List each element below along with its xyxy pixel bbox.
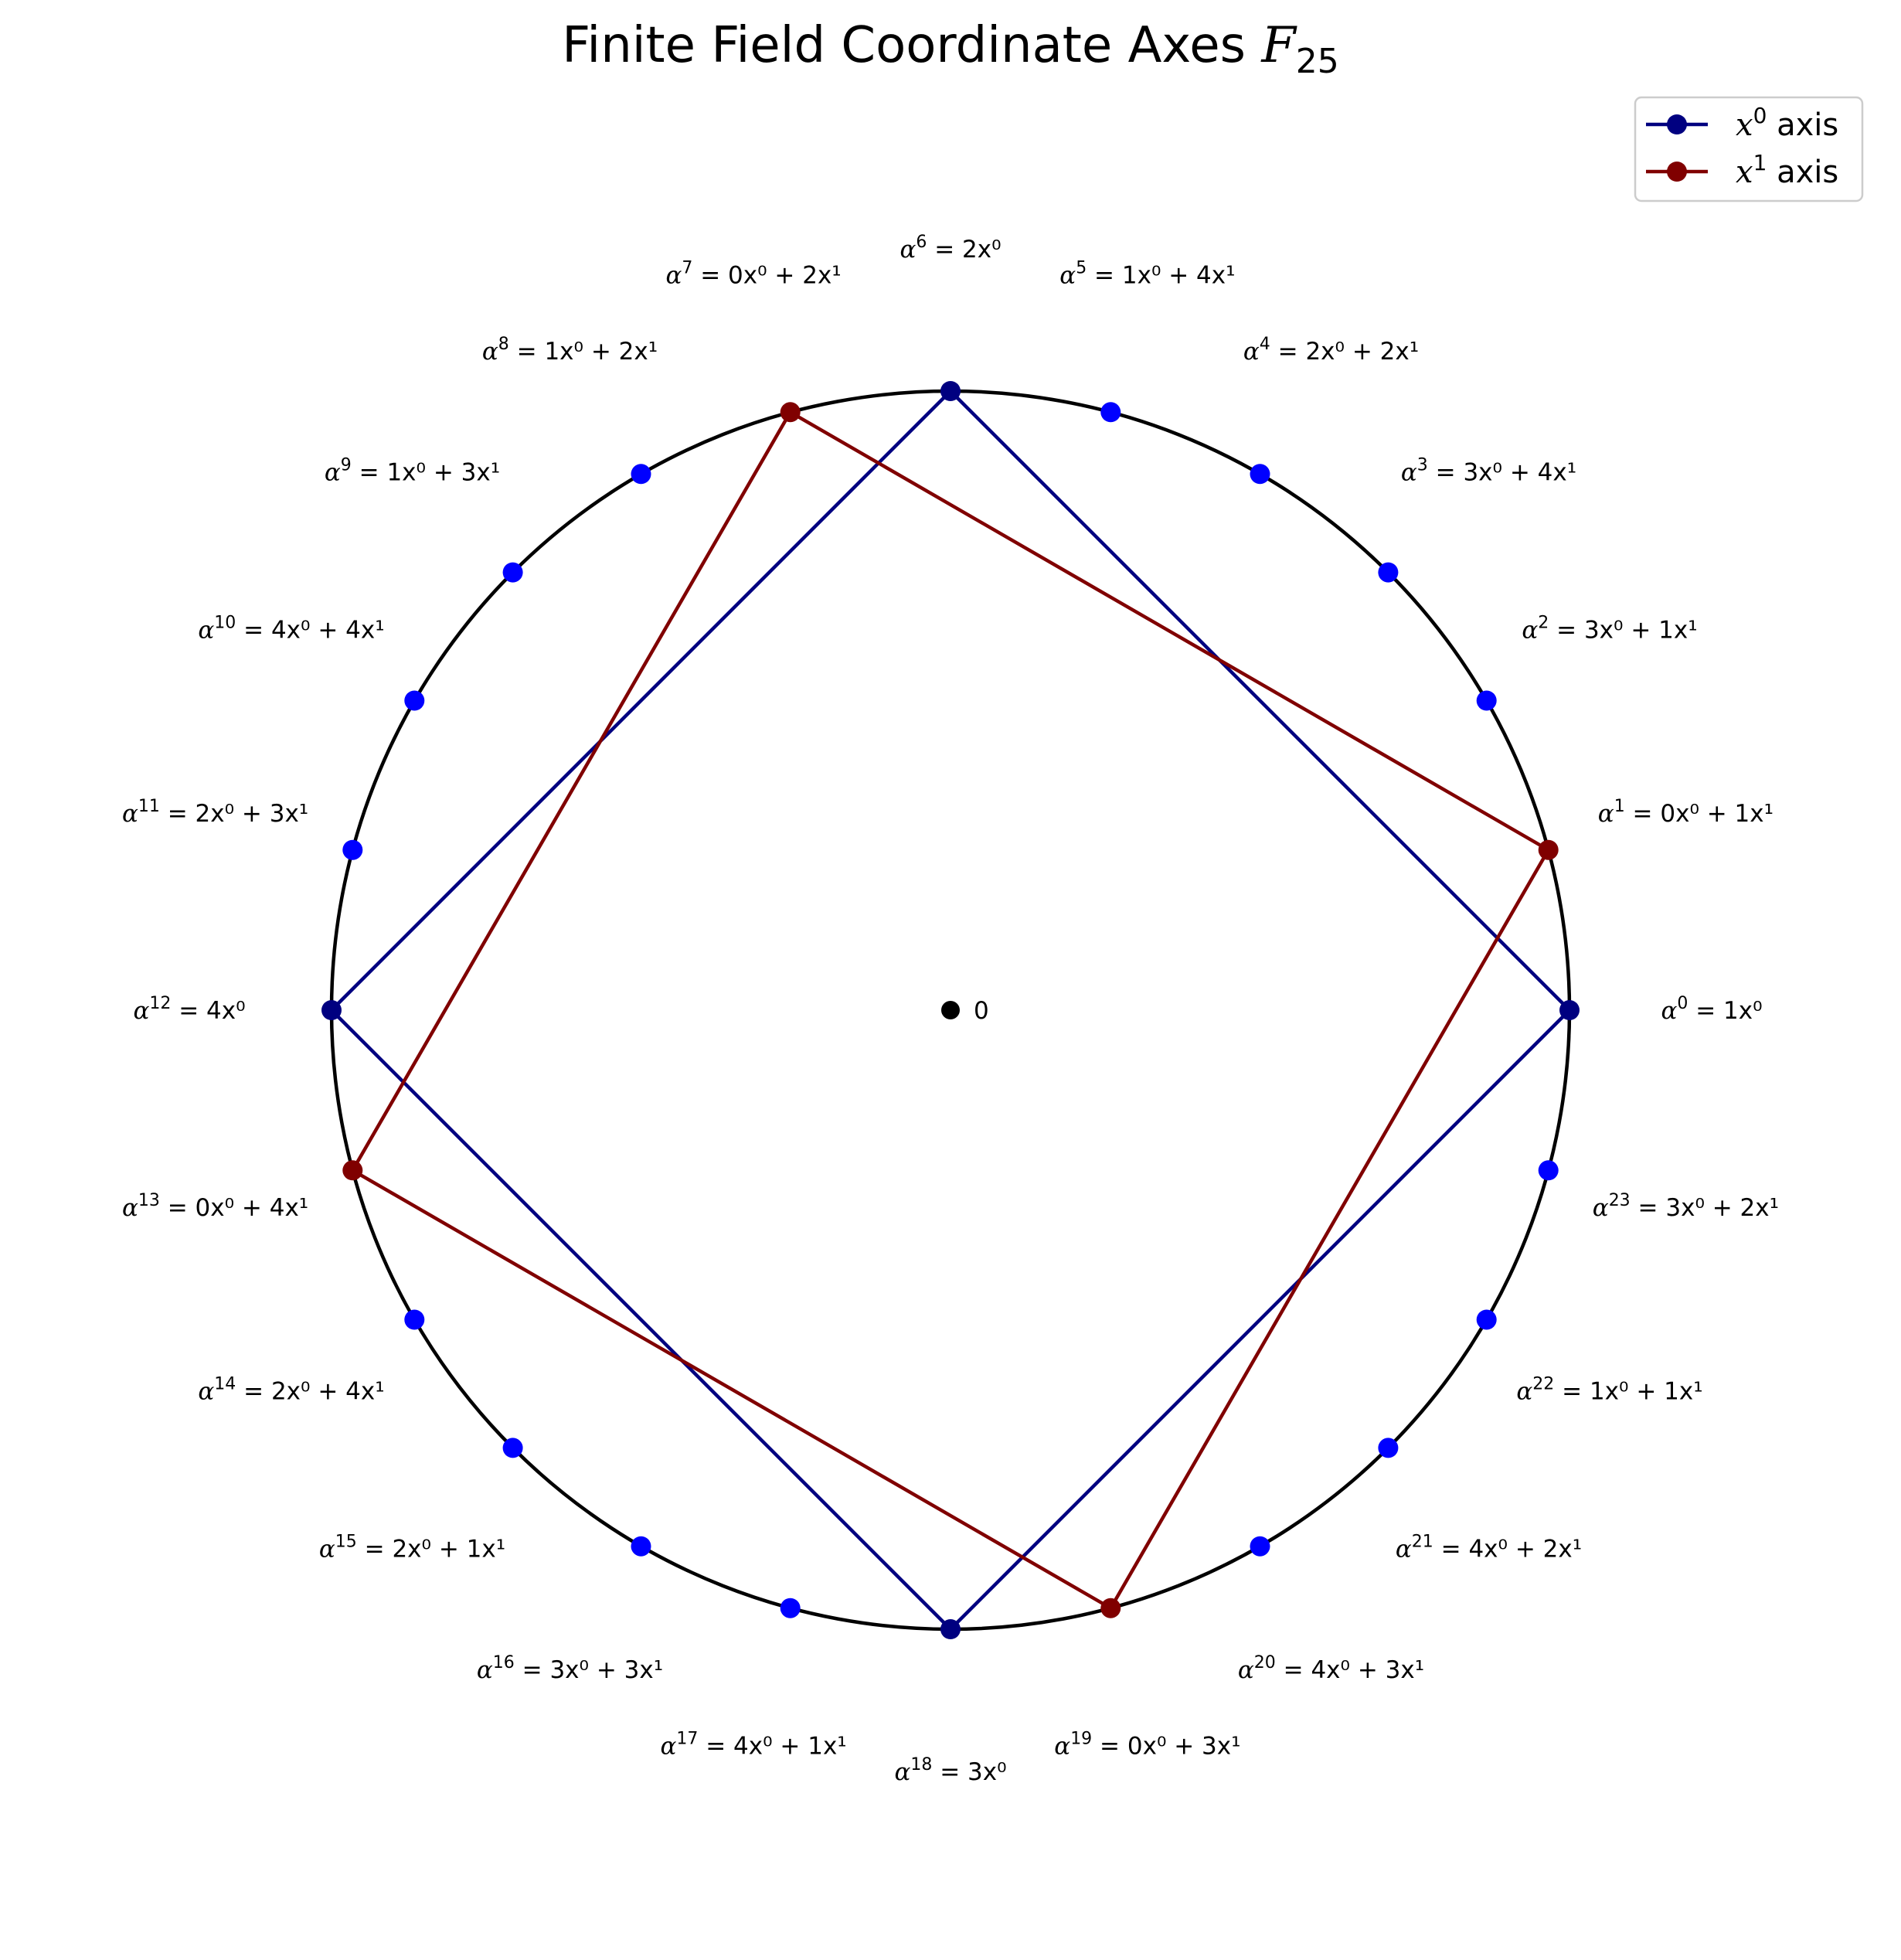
label-alpha-3: α3 = 3x⁰ + 4x¹ [1401, 456, 1576, 487]
label-alpha-21: α21 = 4x⁰ + 2x¹ [1396, 1533, 1582, 1564]
field-point-alpha-17 [780, 1598, 801, 1618]
label-alpha-6: α6 = 2x⁰ [899, 233, 1001, 264]
legend-marker-x0-axis [1667, 114, 1687, 134]
label-alpha-14: α14 = 2x⁰ + 4x¹ [198, 1375, 384, 1406]
field-point-alpha-5 [1100, 402, 1121, 423]
legend: x0 axis x1 axis [1634, 96, 1864, 202]
field-point-alpha-19 [1100, 1598, 1121, 1618]
label-alpha-15: α15 = 2x⁰ + 1x¹ [319, 1533, 505, 1564]
label-alpha-20: α20 = 4x⁰ + 3x¹ [1238, 1653, 1424, 1684]
field-point-alpha-18 [940, 1619, 961, 1639]
field-point-alpha-21 [1378, 1438, 1399, 1458]
label-alpha-4: α4 = 2x⁰ + 2x¹ [1243, 335, 1419, 366]
field-point-alpha-22 [1476, 1309, 1497, 1330]
label-alpha-13: α13 = 0x⁰ + 4x¹ [122, 1191, 308, 1222]
field-point-alpha-16 [631, 1536, 651, 1557]
field-point-alpha-1 [1538, 839, 1559, 860]
field-point-alpha-8 [631, 464, 651, 485]
field-point-alpha-15 [502, 1438, 523, 1458]
label-alpha-0: α0 = 1x⁰ [1661, 994, 1762, 1025]
field-point-alpha-23 [1538, 1160, 1559, 1181]
label-alpha-8: α8 = 1x⁰ + 2x¹ [482, 335, 658, 366]
label-alpha-2: α2 = 3x⁰ + 1x¹ [1522, 614, 1697, 645]
field-point-alpha-10 [404, 690, 425, 711]
field-point-alpha-3 [1378, 562, 1399, 583]
chart-title: Finite Field Coordinate Axes F25 [562, 17, 1339, 81]
field-point-alpha-12 [321, 1000, 342, 1020]
label-alpha-22: α22 = 1x⁰ + 1x¹ [1516, 1375, 1702, 1406]
zero-point [941, 1001, 960, 1019]
legend-label-x1-axis: x1 axis [1736, 150, 1838, 190]
zero-label: 0 [974, 997, 989, 1025]
field-point-alpha-0 [1559, 1000, 1580, 1020]
field-point-alpha-4 [1250, 464, 1270, 485]
label-alpha-5: α5 = 1x⁰ + 4x¹ [1059, 259, 1235, 290]
label-alpha-9: α9 = 1x⁰ + 3x¹ [325, 456, 500, 487]
label-alpha-19: α19 = 0x⁰ + 3x¹ [1054, 1729, 1240, 1760]
label-alpha-11: α11 = 2x⁰ + 3x¹ [122, 797, 308, 828]
labels-layer: α0 = 1x⁰ α1 = 0x⁰ + 1x¹ α2 = 3x⁰ + 1x¹ α3 =… [122, 233, 1779, 1786]
field-point-alpha-14 [404, 1309, 425, 1330]
label-alpha-1: α1 = 0x⁰ + 1x¹ [1598, 797, 1773, 828]
label-alpha-17: α17 = 4x⁰ + 1x¹ [660, 1729, 846, 1760]
label-alpha-16: α16 = 3x⁰ + 3x¹ [477, 1653, 663, 1684]
legend-marker-x1-axis [1667, 162, 1687, 182]
field-point-alpha-11 [342, 839, 363, 860]
field-point-alpha-6 [940, 381, 961, 401]
field-point-alpha-9 [502, 562, 523, 583]
field-point-alpha-2 [1476, 690, 1497, 711]
points-layer [321, 381, 1580, 1639]
label-alpha-7: α7 = 0x⁰ + 2x¹ [665, 259, 841, 290]
legend-items: x0 axis x1 axis [1646, 103, 1838, 190]
field-point-alpha-13 [342, 1160, 363, 1181]
field-point-alpha-7 [780, 402, 801, 423]
field-point-alpha-20 [1250, 1536, 1270, 1557]
label-alpha-12: α12 = 4x⁰ [133, 994, 245, 1025]
label-alpha-23: α23 = 3x⁰ + 2x¹ [1593, 1191, 1779, 1222]
label-alpha-18: α18 = 3x⁰ [894, 1755, 1006, 1786]
label-alpha-10: α10 = 4x⁰ + 4x¹ [198, 614, 384, 645]
legend-label-x0-axis: x0 axis [1736, 103, 1838, 143]
